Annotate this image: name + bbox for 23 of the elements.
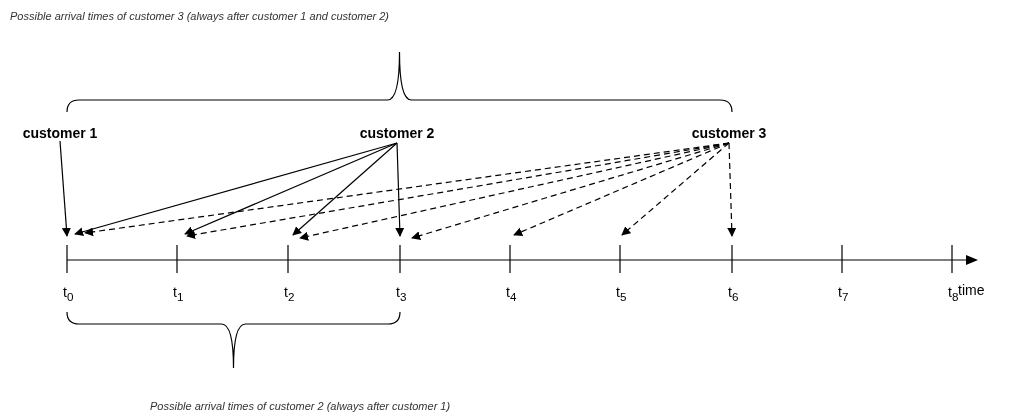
arrow (727, 142, 737, 237)
tick-label: t$_{8}$ (948, 284, 959, 303)
arrow (292, 142, 398, 236)
tick-label: t$_{0}$ (63, 284, 74, 303)
brace-caption: Possible arrival times of customer 3 (always after customer 1 and customer 2) (10, 10, 390, 22)
tick-label: t$_{3}$ (396, 284, 407, 303)
arrow (621, 142, 730, 236)
tick-label: t$_{2}$ (284, 284, 295, 303)
tick-label: t$_{7}$ (838, 284, 849, 303)
arrow (395, 142, 405, 237)
arrow (184, 142, 398, 235)
arrow (513, 142, 730, 236)
tick-label: t$_{6}$ (728, 284, 739, 303)
arrow (299, 142, 730, 241)
customer-label: customer 3 (691, 125, 767, 141)
axis-label: time (958, 282, 985, 298)
tick-label: t$_{5}$ (616, 284, 627, 303)
customer-label: customer 1 (22, 125, 98, 141)
customer-label: customer 2 (359, 125, 435, 141)
arrow (59, 140, 71, 237)
brace-caption: Possible arrival times of customer 2 (always after customer 1) (150, 400, 451, 412)
tick-label: t$_{1}$ (173, 284, 184, 303)
tick-label: t$_{4}$ (506, 284, 517, 303)
